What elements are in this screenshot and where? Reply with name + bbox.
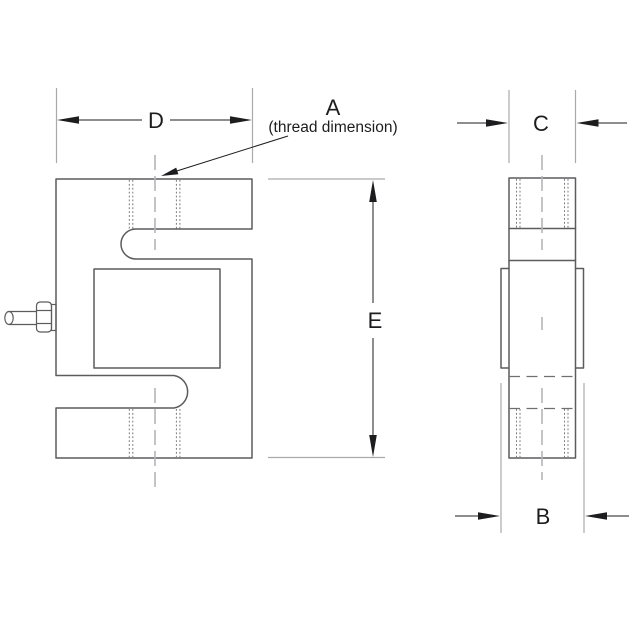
d-label: D [148, 108, 164, 133]
side-top-thread-lines [516, 179, 569, 228]
e-label: E [368, 308, 383, 333]
e-arrow-bottom [369, 435, 377, 457]
b-arrow-left [478, 512, 500, 520]
front-body-outline [55, 178, 253, 459]
a-label: A [326, 95, 341, 120]
cable-end-cap [8, 310, 14, 326]
side-bottom-thread-lines [516, 409, 569, 457]
e-arrow-top [369, 180, 377, 202]
dimension-c: C [457, 90, 627, 163]
front-center-window [93, 268, 221, 369]
a-note: (thread dimension) [268, 119, 397, 136]
d-arrow-left [57, 116, 79, 124]
b-label: B [536, 504, 551, 529]
a-leader-arrow [161, 167, 179, 176]
dimension-a: A (thread dimension) [161, 95, 398, 176]
a-leader-line [171, 135, 289, 173]
side-right-tab [574, 267, 585, 369]
c-arrow-right [576, 119, 599, 127]
cable [4, 310, 37, 326]
side-view [500, 155, 585, 480]
front-top-thread-lines [128, 180, 181, 229]
c-label: C [533, 111, 549, 136]
cable-gland [4, 301, 57, 333]
c-arrow-left [486, 119, 508, 127]
front-view [4, 155, 253, 492]
gland-hex-nut [35, 301, 53, 333]
dimension-b: B [455, 383, 629, 533]
front-bottom-thread-lines [128, 409, 181, 457]
d-arrow-right [230, 116, 252, 124]
dimension-e: E [268, 178, 385, 459]
dimension-d: D [55, 88, 254, 163]
b-arrow-right [585, 512, 607, 520]
side-left-tab [500, 267, 510, 369]
